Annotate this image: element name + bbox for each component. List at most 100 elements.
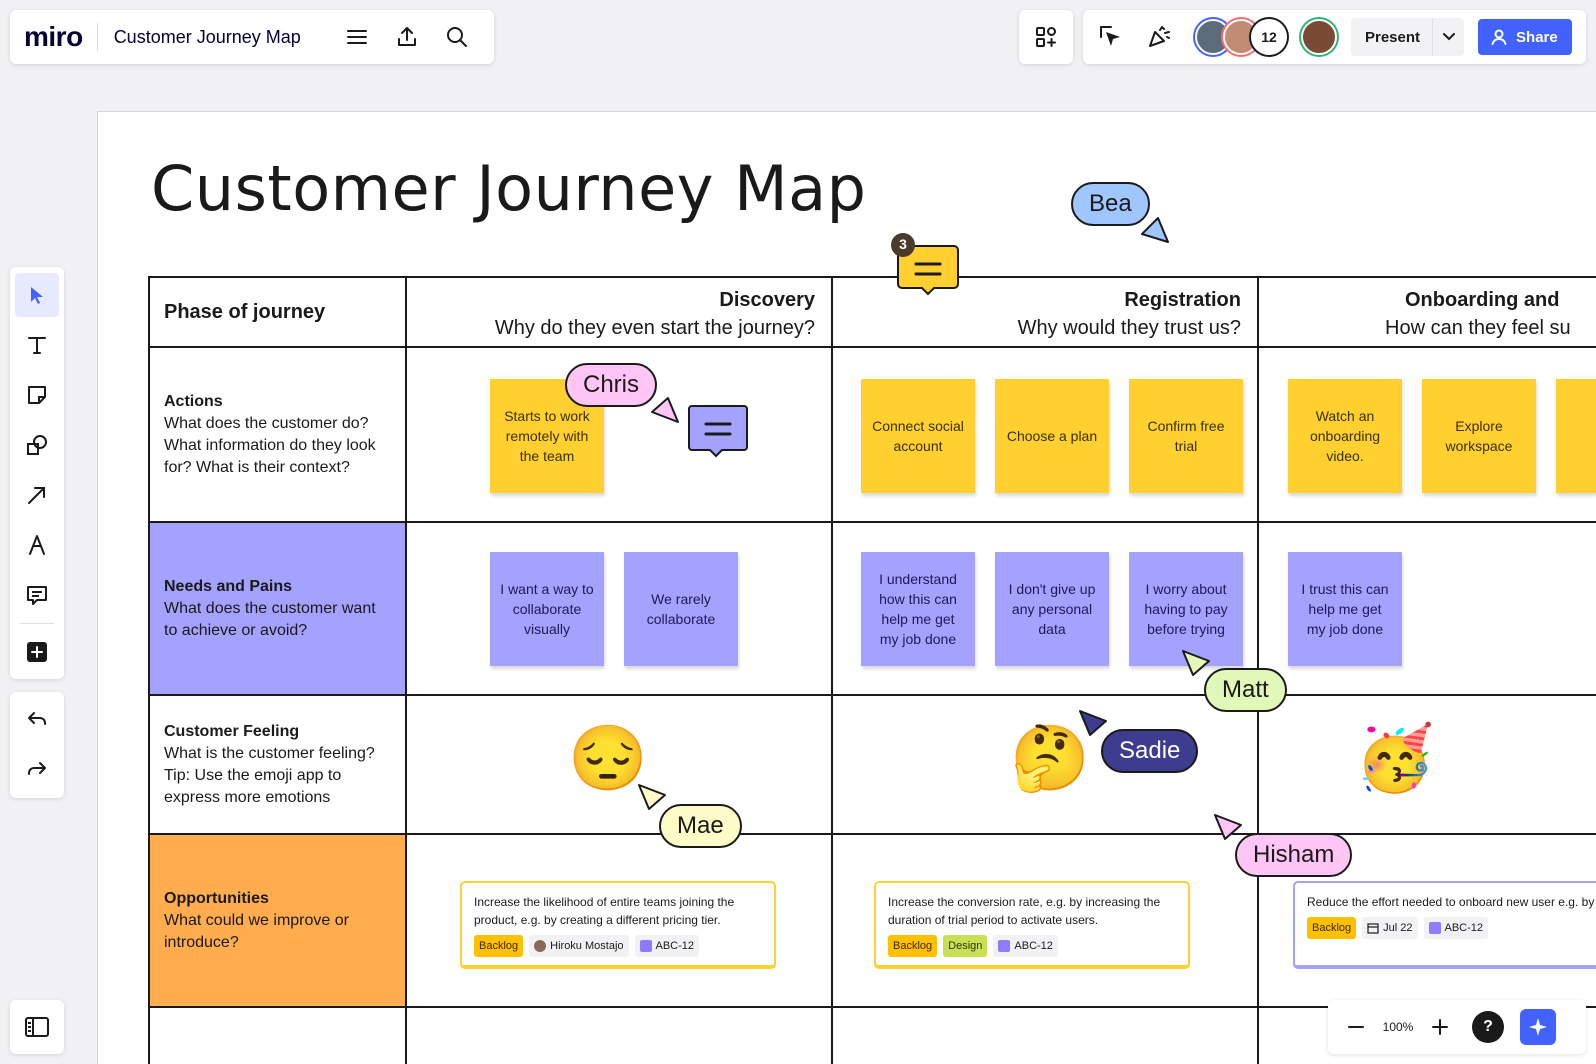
needs-registration-cell — [833, 523, 1259, 696]
cursor-pointer-icon — [1214, 814, 1242, 840]
corner-label: Phase of journey — [164, 301, 326, 323]
collaborators-count[interactable]: 12 — [1251, 19, 1287, 55]
pen-icon[interactable] — [15, 523, 59, 567]
share-button[interactable]: Share — [1478, 19, 1572, 55]
frames-panel-button[interactable] — [10, 1000, 64, 1054]
cursor-label-bea: Bea — [1071, 182, 1150, 226]
needs-onboarding-cell — [1259, 523, 1596, 696]
select-icon[interactable] — [15, 273, 59, 317]
zoom-controls: 100% ? — [1328, 1000, 1586, 1054]
row-title: Needs and Pains — [164, 577, 293, 595]
board-name[interactable]: Customer Journey Map — [113, 26, 301, 47]
card-text: Reduce the effort needed to onboard new … — [1307, 895, 1596, 909]
phase-header-onboarding: Onboarding and How can they feel su — [1259, 276, 1596, 348]
opportunity-card[interactable]: Reduce the effort needed to onboard new … — [1293, 881, 1596, 969]
comment-icon[interactable] — [15, 573, 59, 617]
ai-assist-icon[interactable] — [1520, 1009, 1556, 1045]
top-right-toolbar: 12 Present Share — [1083, 10, 1586, 64]
phase-header-discovery: Discovery Why do they even start the jou… — [407, 276, 833, 348]
apps-button[interactable] — [1019, 10, 1073, 64]
export-icon[interactable] — [389, 19, 425, 55]
assignee-tag: Hiroku Mostajo — [529, 935, 629, 957]
row-head-needs: Needs and Pains What does the customer w… — [148, 523, 407, 696]
sticky-note[interactable]: Watch an onboarding video. — [1288, 379, 1402, 493]
avatar[interactable] — [1195, 19, 1231, 55]
row-head-feeling: Customer Feeling What is the customer fe… — [148, 696, 407, 835]
pensive-emoji[interactable]: 😔 — [568, 722, 648, 794]
opportunity-card[interactable]: Increase the conversion rate, e.g. by in… — [874, 881, 1190, 969]
status-badge: Backlog — [1307, 917, 1357, 939]
sticky-note-icon[interactable] — [15, 373, 59, 417]
present-label[interactable]: Present — [1365, 28, 1421, 46]
left-toolbar — [10, 267, 64, 679]
sticky-note[interactable]: I want a way to collaborate visually — [490, 552, 604, 666]
actions-onboarding-cell — [1259, 348, 1596, 523]
sticky-note[interactable]: Confirm free trial — [1129, 379, 1243, 493]
phase-name: Onboarding and — [1405, 289, 1560, 311]
collaborators-group[interactable]: 12 — [1195, 19, 1287, 55]
add-icon[interactable] — [15, 630, 59, 674]
search-icon[interactable] — [439, 19, 475, 55]
corner-cell: Phase of journey — [148, 276, 407, 348]
zoom-level[interactable]: 100% — [1382, 1020, 1414, 1034]
extra-row-cell — [833, 1008, 1259, 1064]
design-badge: Design — [943, 935, 988, 957]
avatar[interactable] — [1301, 19, 1337, 55]
share-label: Share — [1516, 28, 1558, 46]
sticky-note-partial[interactable] — [1556, 379, 1596, 493]
actions-registration-cell — [833, 348, 1259, 523]
row-head-opportunities: Opportunities What could we improve or i… — [148, 835, 407, 1008]
jira-tag: ABC-12 — [993, 935, 1058, 957]
page-title: Customer Journey Map — [151, 152, 867, 225]
sticky-note[interactable]: Connect social account — [861, 379, 975, 493]
sticky-note[interactable]: We rarely collaborate — [624, 552, 738, 666]
row-desc: What does the customer do? What informat… — [164, 414, 376, 476]
calendar-icon — [1367, 923, 1379, 934]
jira-tag: ABC-12 — [634, 935, 700, 957]
zoom-out-icon[interactable] — [1336, 1007, 1376, 1047]
arrow-icon[interactable] — [15, 473, 59, 517]
redo-icon[interactable] — [15, 748, 59, 792]
feeling-onboarding-cell — [1259, 696, 1596, 835]
undo-icon[interactable] — [15, 698, 59, 742]
board-canvas[interactable]: Customer Journey Map Phase of journey Di… — [97, 111, 1596, 1064]
comment-icon — [688, 405, 748, 458]
sticky-note[interactable]: I worry about having to pay before tryin… — [1129, 552, 1243, 666]
jira-icon — [1428, 922, 1441, 934]
celebrate-icon[interactable] — [1141, 19, 1177, 55]
chevron-down-icon[interactable] — [1432, 18, 1464, 56]
jira-tag: ABC-12 — [1423, 917, 1489, 939]
sidebar-panel-icon — [25, 1017, 49, 1037]
phase-question: Why do they even start the journey? — [494, 317, 815, 339]
top-left-toolbar: miro Customer Journey Map — [10, 10, 494, 64]
sticky-note[interactable]: Choose a plan — [995, 379, 1109, 493]
avatar — [534, 940, 547, 952]
thinking-emoji[interactable]: 🤔 — [1010, 722, 1090, 794]
row-desc: What could we improve or introduce? — [164, 911, 349, 951]
sticky-note[interactable]: I don't give up any personal data — [995, 552, 1109, 666]
opportunity-card[interactable]: Increase the likelihood of entire teams … — [460, 881, 776, 969]
cursor-follow-icon[interactable] — [1093, 19, 1129, 55]
sticky-note[interactable]: I understand how this can help me get my… — [861, 552, 975, 666]
zoom-in-icon[interactable] — [1420, 1007, 1460, 1047]
comment-bubble-yellow[interactable]: 3 — [890, 232, 960, 301]
party-emoji[interactable]: 🥳 — [1355, 722, 1435, 794]
sticky-note[interactable]: Explore workspace — [1422, 379, 1536, 493]
present-button[interactable]: Present — [1351, 18, 1465, 56]
card-text: Increase the likelihood of entire teams … — [474, 895, 735, 927]
sticky-note[interactable]: I trust this can help me get my job done — [1288, 552, 1402, 666]
help-icon[interactable]: ? — [1472, 1011, 1504, 1043]
miro-logo[interactable]: miro — [24, 21, 83, 52]
divider — [96, 23, 98, 51]
menu-icon[interactable] — [339, 19, 375, 55]
phase-header-registration: Registration Why would they trust us? — [833, 276, 1259, 348]
comment-bubble-purple[interactable] — [688, 404, 748, 465]
row-desc: What is the customer feeling? Tip: Use t… — [164, 744, 375, 806]
history-toolbar — [10, 692, 64, 798]
shapes-icon[interactable] — [15, 423, 59, 467]
user-icon — [1491, 29, 1507, 45]
text-icon[interactable] — [15, 323, 59, 367]
date-tag: Jul 22 — [1362, 917, 1418, 939]
cursor-pointer-icon — [1079, 710, 1107, 736]
cursor-label-mae: Mae — [659, 804, 742, 848]
